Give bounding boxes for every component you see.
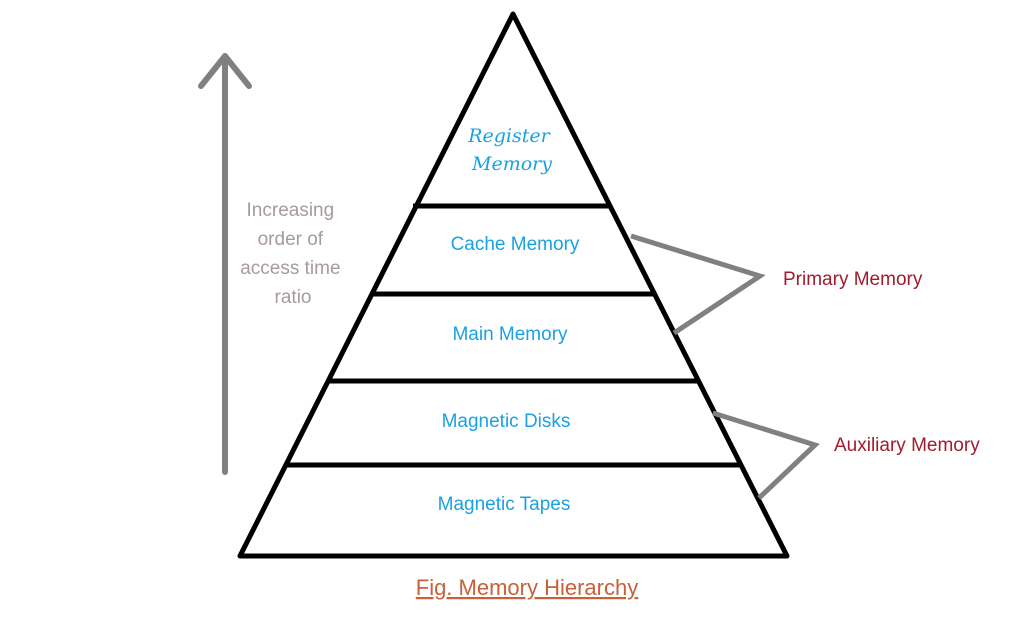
level-magnetic-disks: Magnetic Disks [442, 411, 571, 432]
level-register-memory: Register Memory [467, 125, 556, 175]
primary-memory-bracket [630, 233, 766, 336]
figure-caption: Fig. Memory Hierarchy [416, 575, 638, 600]
pyramid-outline [237, 11, 790, 559]
primary-memory-label: Primary Memory [783, 269, 923, 290]
auxiliary-memory-bracket [712, 410, 820, 500]
auxiliary-memory-label: Auxiliary Memory [834, 435, 980, 456]
access-time-label: Increasing order of access time ratio [240, 200, 346, 308]
level-magnetic-tapes: Magnetic Tapes [438, 494, 571, 515]
level-main-memory: Main Memory [452, 324, 568, 345]
level-cache-memory: Cache Memory [451, 234, 580, 255]
increasing-arrow-head [198, 53, 252, 89]
